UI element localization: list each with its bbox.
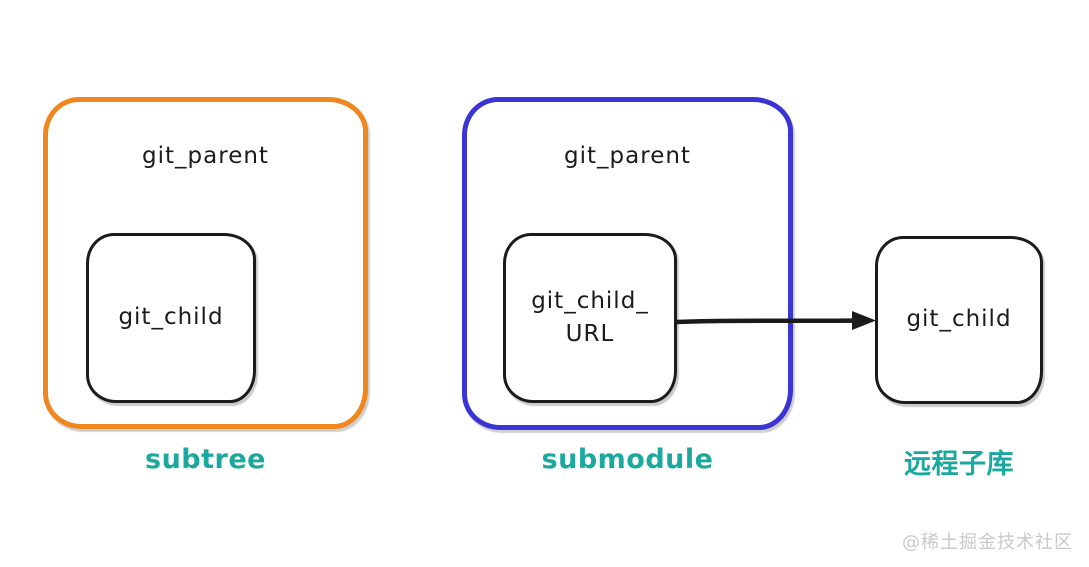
watermark-text: @稀土掘金技术社区 bbox=[902, 532, 1073, 553]
subtree-caption: subtree bbox=[145, 444, 266, 475]
submodule-child-box: git_child_ URL bbox=[503, 233, 677, 403]
subtree-child-label: git_child bbox=[118, 304, 224, 331]
submodule-parent-label: git_parent bbox=[564, 143, 691, 169]
subtree-child-box: git_child bbox=[86, 233, 256, 403]
remote-child-label: git_child bbox=[906, 306, 1012, 333]
subtree-parent-label: git_parent bbox=[142, 143, 269, 169]
submodule-caption: submodule bbox=[541, 444, 714, 475]
submodule-child-label-line1: git_child_ bbox=[531, 287, 649, 314]
submodule-child-label: git_child_ URL bbox=[531, 285, 649, 352]
submodule-to-remote-arrow-icon bbox=[674, 311, 876, 330]
remote-caption: 远程子库 bbox=[904, 449, 1014, 480]
remote-child-box: git_child bbox=[875, 236, 1043, 404]
submodule-child-label-line2: URL bbox=[565, 321, 615, 347]
